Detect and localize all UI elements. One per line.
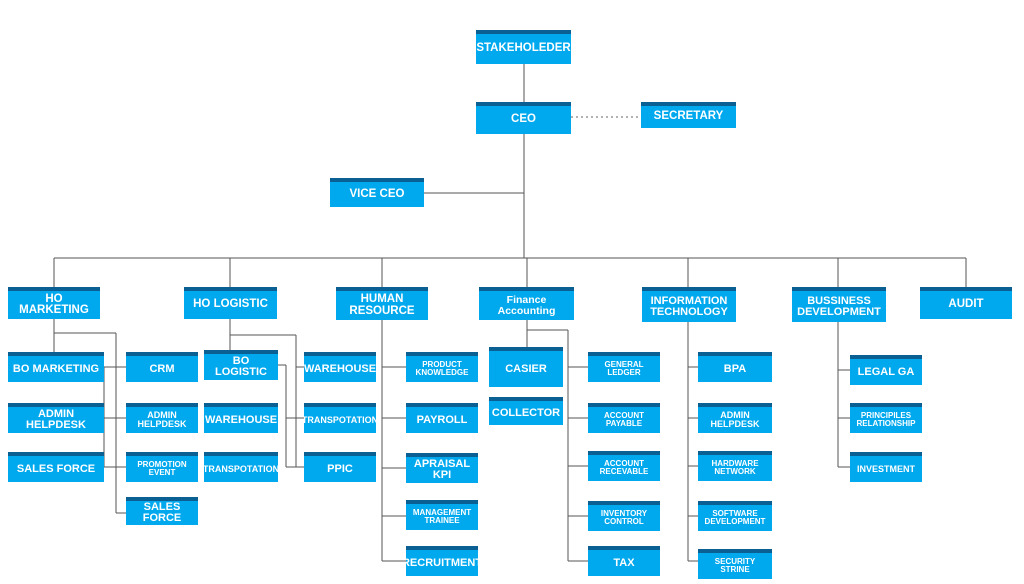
recruitment-box: RECRUITMENT: [406, 546, 478, 576]
bo-marketing-box: BO MARKETING: [8, 352, 104, 382]
hardware-network-box: HARDWARE NETWORK: [698, 451, 772, 481]
vice-ceo-box: VICE CEO: [330, 178, 424, 207]
sales-force-box: SALES FORCE: [8, 452, 104, 482]
it-admin-helpdesk-box: ADMIN HELPDESK: [698, 403, 772, 433]
apraisal-kpi-box: APRAISAL KPI: [406, 453, 478, 483]
crm-box: CRM: [126, 352, 198, 382]
product-knowledge-box: PRODUCT KNOWLEDGE: [406, 352, 478, 382]
admin-helpdesk-box: ADMIN HELPDESK: [8, 403, 104, 433]
inventory-control-box: INVENTORY CONTROL: [588, 501, 660, 531]
stakeholder-box: STAKEHOLEDER: [476, 30, 571, 64]
principiles-relationship-box: PRINCIPILES RELATIONSHIP: [850, 403, 922, 433]
finance-accounting-box: Finance Accounting: [479, 287, 574, 320]
warehouse-2-box: WAREHOUSE: [304, 352, 376, 382]
sales-force-2-box: SALES FORCE: [126, 497, 198, 525]
security-strine-box: SECURITY STRINE: [698, 549, 772, 579]
secretary-box: SECRETARY: [641, 102, 736, 128]
general-ledger-box: GENERAL LEDGER: [588, 352, 660, 382]
audit-box: AUDIT: [920, 287, 1012, 319]
admin-helpdesk-2-box: ADMIN HELPDESK: [126, 403, 198, 433]
warehouse-box: WAREHOUSE: [204, 403, 278, 433]
collector-box: COLLECTOR: [489, 397, 563, 425]
promotion-event-box: PROMOTION EVENT: [126, 452, 198, 482]
legal-ga-box: LEGAL GA: [850, 355, 922, 385]
account-recevable-box: ACCOUNT RECEVABLE: [588, 451, 660, 481]
management-trainee-box: MANAGEMENT TRAINEE: [406, 500, 478, 530]
human-resource-box: HUMAN RESOURCE: [336, 287, 428, 320]
transpotation-box: TRANSPOTATION: [204, 452, 278, 482]
ho-marketing-box: HO MARKETING: [8, 287, 100, 319]
tax-box: TAX: [588, 546, 660, 576]
payroll-box: PAYROLL: [406, 403, 478, 433]
bussiness-development-box: BUSSINESS DEVELOPMENT: [792, 287, 886, 322]
ppic-box: PPIC: [304, 452, 376, 482]
ho-logistic-box: HO LOGISTIC: [184, 287, 277, 319]
casier-box: CASIER: [489, 347, 563, 387]
investment-box: INVESTMENT: [850, 452, 922, 482]
transpotation-2-box: TRANSPOTATION: [304, 403, 376, 433]
bo-logistic-box: BO LOGISTIC: [204, 350, 278, 380]
bpa-box: BPA: [698, 352, 772, 382]
information-technology-box: INFORMATION TECHNOLOGY: [642, 287, 736, 322]
ceo-box: CEO: [476, 102, 571, 134]
account-payable-box: ACCOUNT PAYABLE: [588, 403, 660, 433]
software-development-box: SOFTWARE DEVELOPMENT: [698, 501, 772, 531]
